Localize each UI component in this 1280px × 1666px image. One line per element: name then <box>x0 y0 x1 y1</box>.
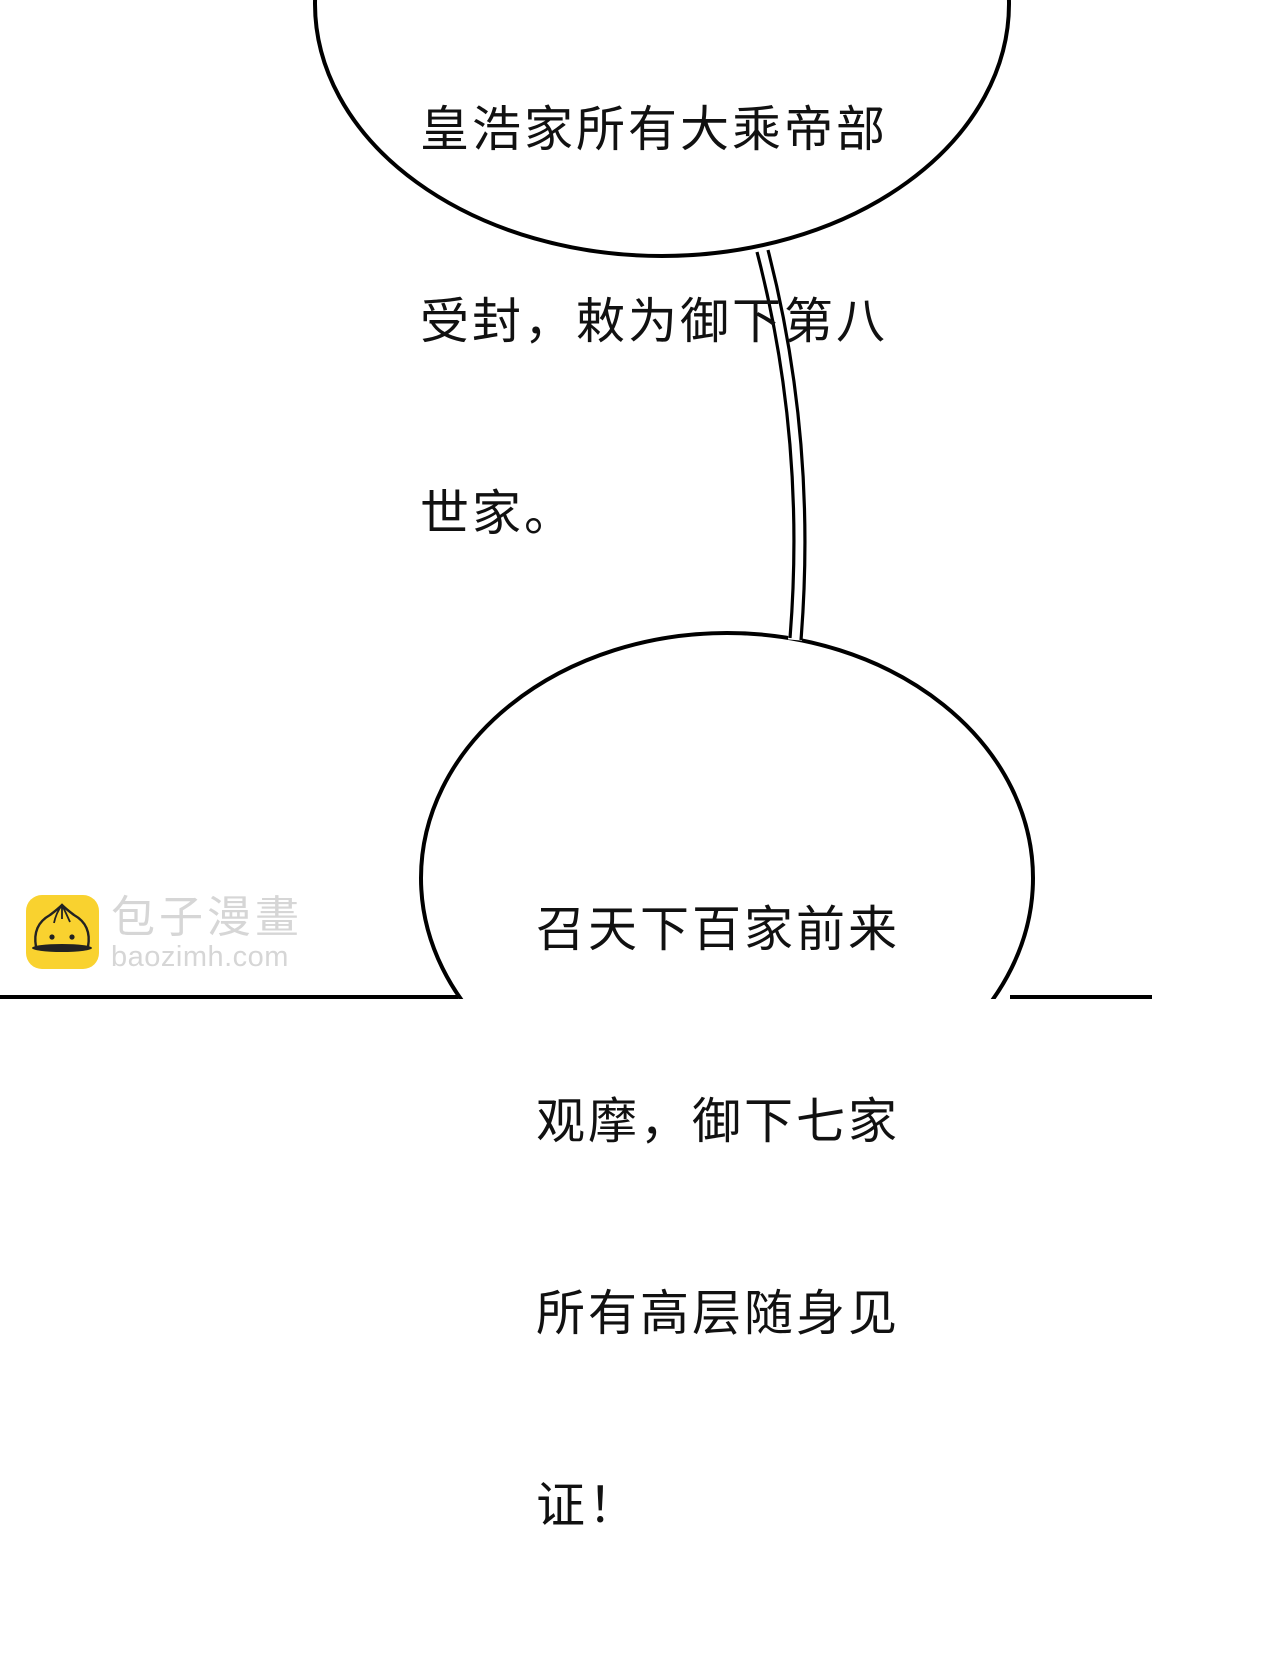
dialogue-line: 召天下百家前来 <box>536 901 901 958</box>
comic-panel: 皇浩家所有大乘帝部 受封，敕为御下第八 世家。 召天下百家前来 观摩，御下七家 … <box>0 0 1152 1534</box>
bubble-connector <box>751 249 807 641</box>
dialogue-line: 证！ <box>536 1477 641 1534</box>
dialogue-line: 皇浩家所有大乘帝部 <box>420 101 889 158</box>
dialogue-line: 观摩，御下七家 <box>536 1093 901 1150</box>
bottom-speech-bubble <box>419 631 1035 999</box>
dialogue-line: 所有高层随身见 <box>536 1285 901 1342</box>
watermark-title: 包子漫畫 <box>111 892 303 943</box>
baozi-bun-icon <box>26 895 99 969</box>
bottom-bubble-text: 召天下百家前来 观摩，御下七家 所有高层随身见 证！ <box>536 770 900 1666</box>
top-speech-bubble <box>313 0 1011 258</box>
dialogue-line: 世家。 <box>420 485 577 542</box>
dialogue-line: 受封，敕为御下第八 <box>420 293 889 350</box>
panel-artwork <box>0 0 1152 999</box>
watermark: 包子漫畫 baozimh.com <box>26 892 303 973</box>
top-bubble-text: 皇浩家所有大乘帝部 受封，敕为御下第八 世家。 <box>420 0 888 674</box>
watermark-url: baozimh.com <box>111 941 289 973</box>
